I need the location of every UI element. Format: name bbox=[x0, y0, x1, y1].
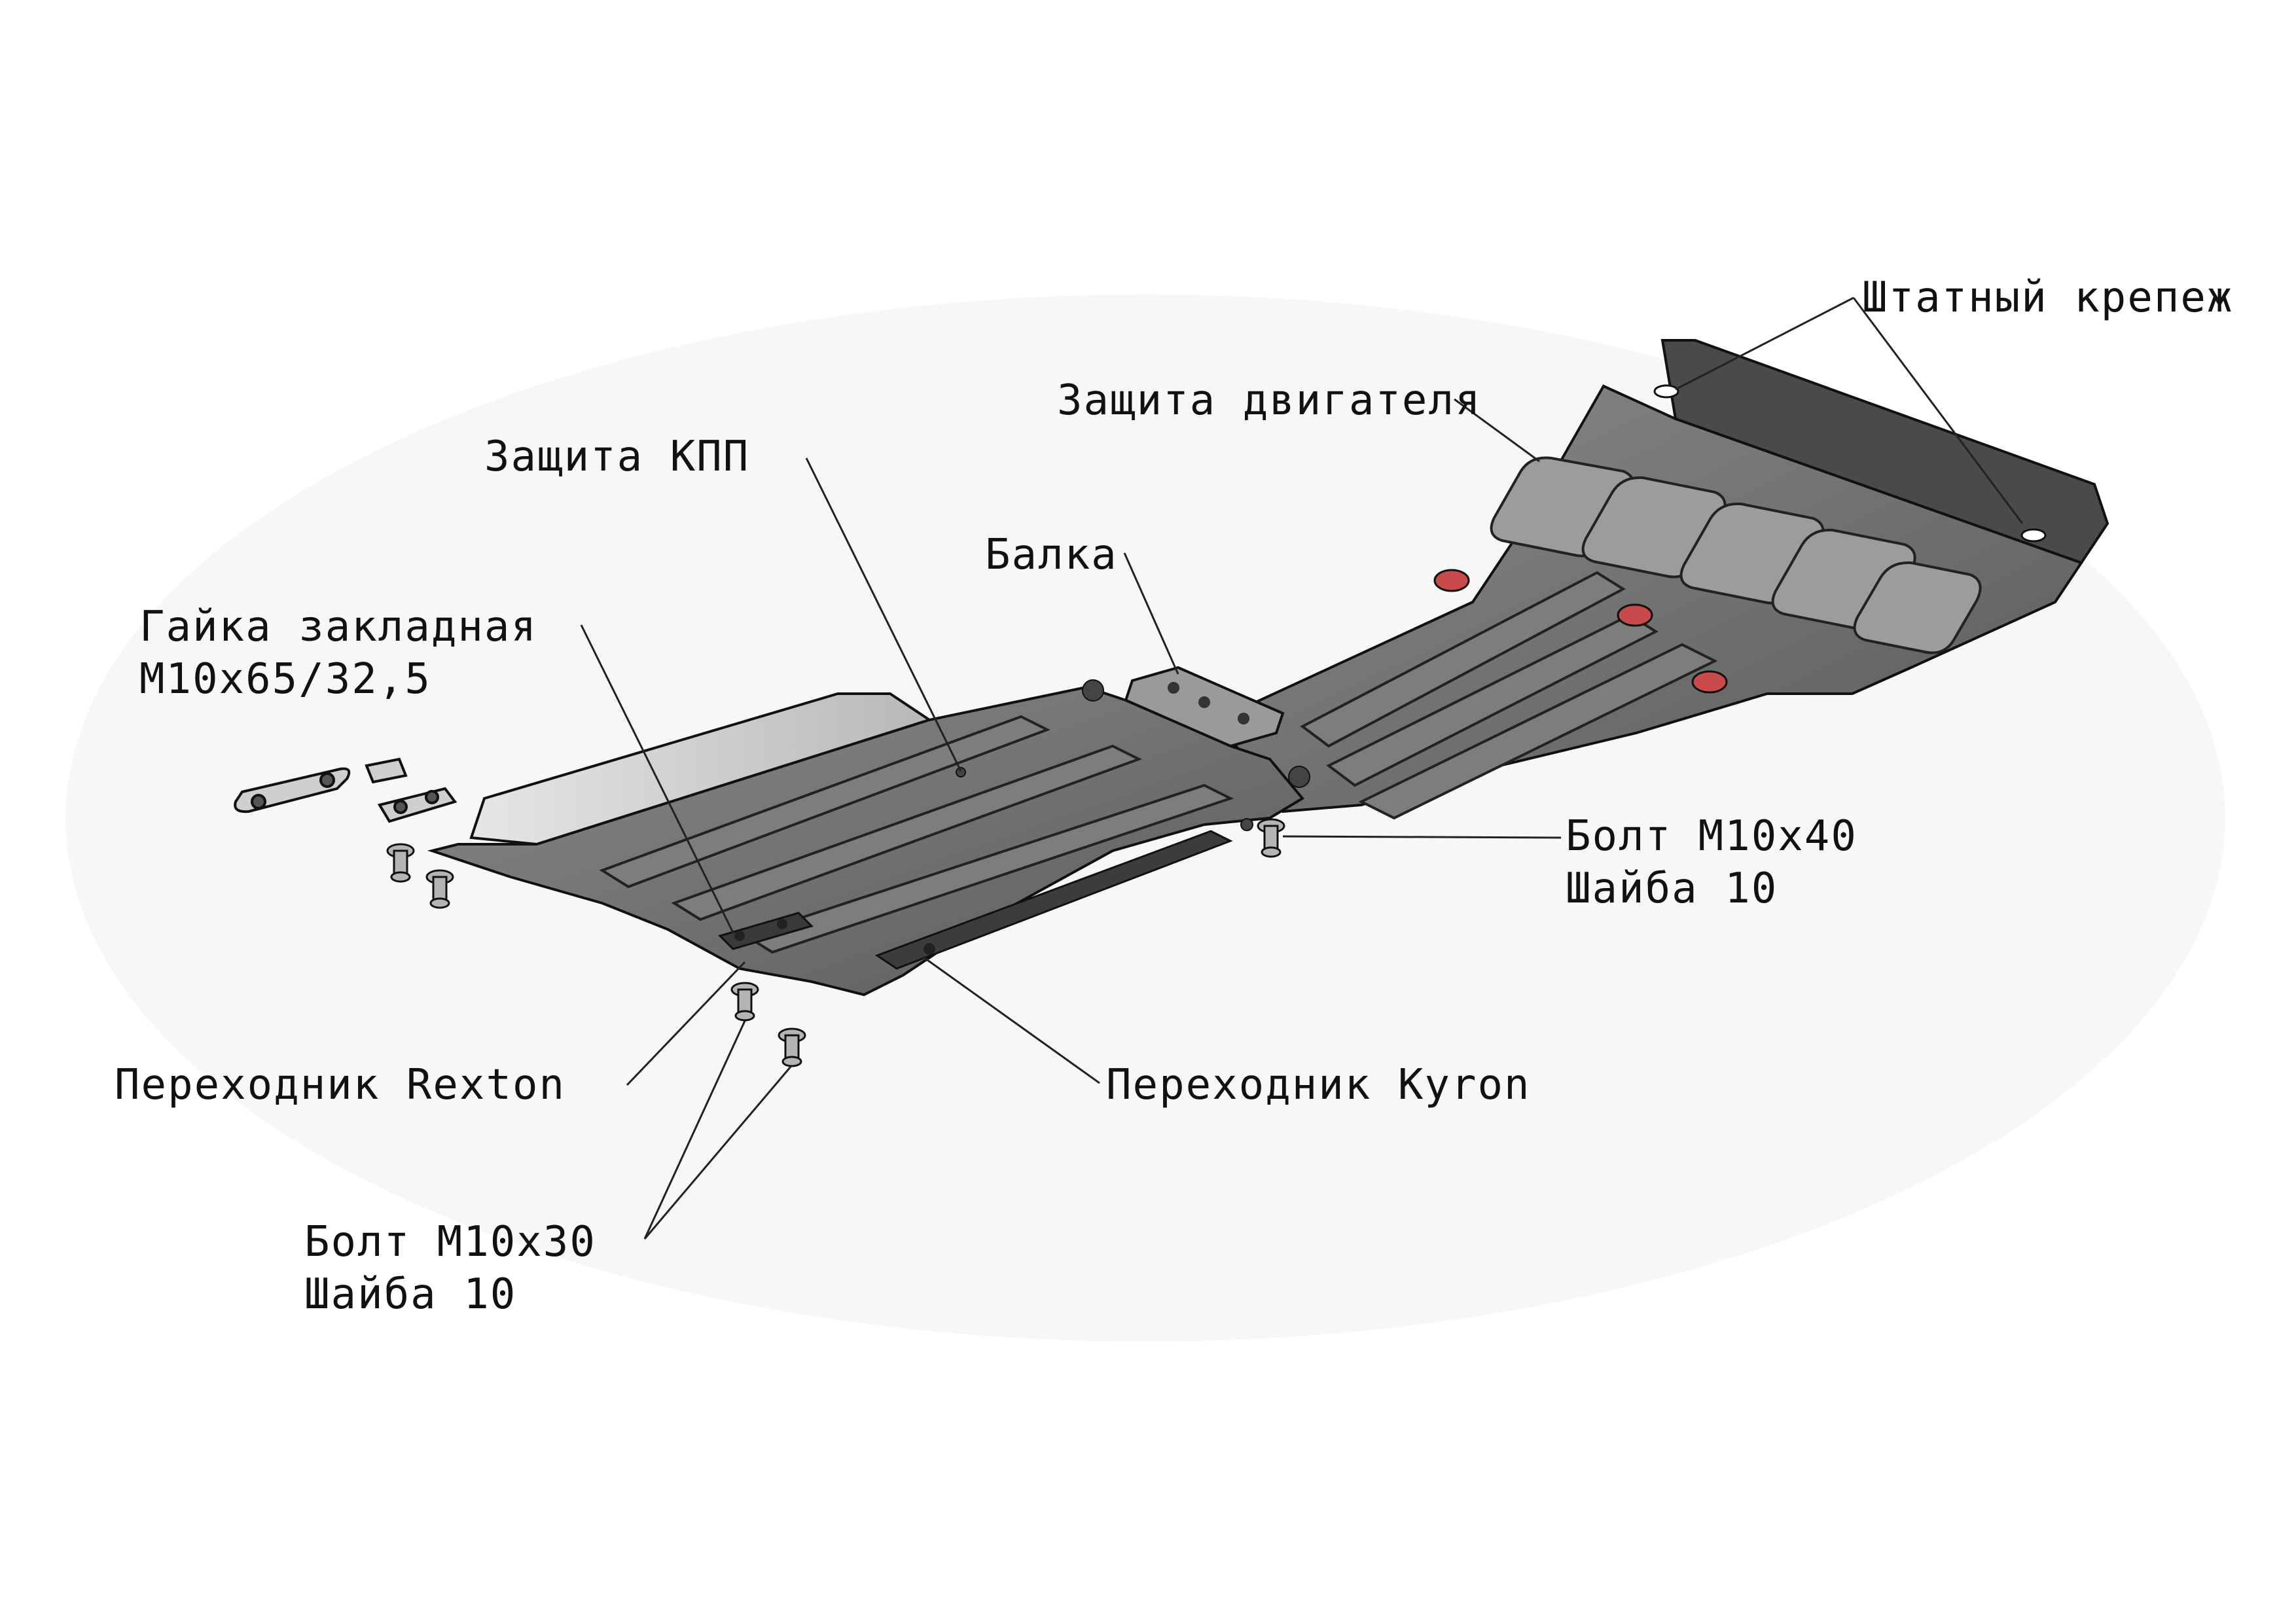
label-bolt-m10x40-line2: Шайба 10 bbox=[1566, 865, 1778, 913]
label-embedded-nut: Гайка закладная М10х65/32,5 bbox=[139, 601, 537, 705]
label-engine-guard: Защита двигателя bbox=[1057, 374, 1482, 427]
label-bolt-m10x30-line2: Шайба 10 bbox=[304, 1270, 517, 1319]
label-beam: Балка bbox=[985, 529, 1118, 581]
bolts-m10x30 bbox=[386, 843, 806, 1067]
leader-kpp bbox=[805, 457, 962, 772]
leader-kyron bbox=[922, 955, 1100, 1084]
label-embedded-nut-line2: М10х65/32,5 bbox=[139, 655, 431, 704]
bolts-m10x40 bbox=[1257, 818, 1285, 858]
leader-shtatny-2 bbox=[1852, 297, 2024, 524]
label-adapter-rexton-text: Переходник Rexton bbox=[115, 1061, 566, 1109]
label-bolt-m10x40-line1: Болт М10х40 bbox=[1566, 812, 1857, 861]
label-bolt-m10x30: Болт М10х30 Шайба 10 bbox=[304, 1216, 596, 1321]
label-transmission-guard-text: Защита КПП bbox=[484, 433, 750, 481]
label-beam-text: Балка bbox=[985, 531, 1118, 579]
label-standard-fastening: Штатный крепеж bbox=[1862, 272, 2233, 324]
label-adapter-rexton: Переходник Rexton bbox=[115, 1059, 565, 1111]
label-bolt-m10x40: Болт М10х40 Шайба 10 bbox=[1566, 810, 1857, 915]
leader-balka bbox=[1123, 552, 1179, 675]
transmission-guard bbox=[427, 679, 1310, 997]
leader-gaika bbox=[580, 624, 734, 933]
leader-rexton bbox=[626, 961, 746, 1086]
embedded-nut-plates bbox=[234, 757, 457, 823]
engine-guard bbox=[1215, 339, 2109, 820]
leader-bolt40 bbox=[1282, 835, 1562, 839]
leader-bolt30-1 bbox=[643, 1020, 746, 1240]
label-adapter-kyron-text: Переходник Kyron bbox=[1106, 1061, 1531, 1109]
leader-bolt30-2 bbox=[643, 1066, 792, 1240]
leader-lines bbox=[580, 296, 2024, 1240]
label-bolt-m10x30-line1: Болт М10х30 bbox=[304, 1218, 596, 1266]
label-standard-fastening-text: Штатный крепеж bbox=[1862, 274, 2234, 322]
leader-shtatny-1 bbox=[1675, 296, 1854, 391]
leader-engine bbox=[1454, 398, 1540, 463]
label-transmission-guard: Защита КПП bbox=[484, 431, 749, 483]
label-embedded-nut-line1: Гайка закладная bbox=[139, 603, 537, 651]
label-adapter-kyron: Переходник Kyron bbox=[1106, 1059, 1531, 1111]
label-engine-guard-text: Защита двигателя bbox=[1057, 376, 1482, 425]
